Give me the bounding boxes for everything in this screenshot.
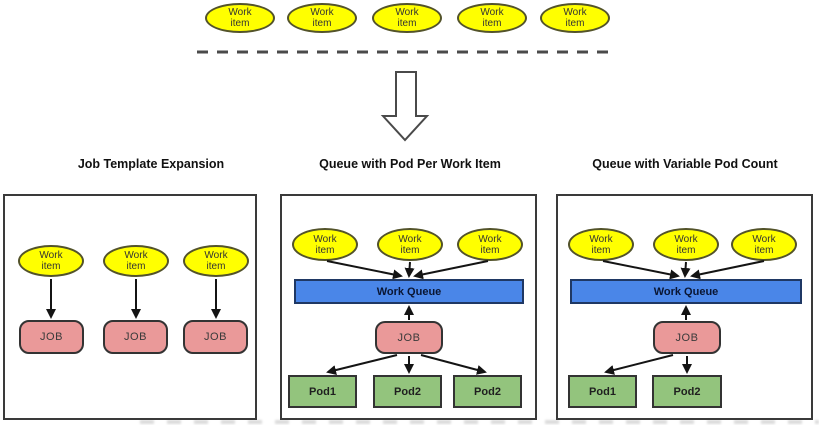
work-item-label: Work item [589,233,613,256]
work-item-label: Work item [395,7,419,29]
work-item-label: Work item [478,233,502,256]
work-item-label: Work item [674,233,698,256]
work-item-ellipse: Work item [457,228,523,261]
work-item-ellipse: Work item [568,228,634,261]
work-item-ellipse: Work item [183,245,249,277]
panel-job-template-expansion [3,194,257,420]
job-box: JOB [653,321,721,354]
pod-box: Pod1 [568,375,637,408]
work-item-label: Work item [39,250,63,272]
work-item-label: Work item [228,7,252,29]
job-box: JOB [103,320,168,354]
job-box: JOB [19,320,84,354]
work-item-label: Work item [563,7,587,29]
work-item-label: Work item [398,233,422,256]
panel-title-queue-variable-pod-count: Queue with Variable Pod Count [592,157,778,171]
pod-box: Pod1 [288,375,357,408]
work-item-ellipse: Work item [18,245,84,277]
pod-box: Pod2 [453,375,522,408]
work-item-label: Work item [480,7,504,29]
work-item-ellipse: Work item [653,228,719,261]
work-item-label: Work item [752,233,776,256]
big-down-arrow [380,71,430,142]
pod-box: Pod2 [373,375,442,408]
top-work-item-ellipse: Work item [540,3,610,33]
top-work-item-ellipse: Work item [457,3,527,33]
bottom-artifact-smudge [140,420,819,424]
job-box: JOB [375,321,443,354]
work-item-label: Work item [204,250,228,272]
work-item-label: Work item [310,7,334,29]
work-item-ellipse: Work item [292,228,358,261]
work-queue-bar: Work Queue [570,279,802,304]
pod-box: Pod2 [652,375,722,408]
work-item-label: Work item [124,250,148,272]
panel-queue-pod-per-work-item [280,194,537,420]
panel-title-queue-pod-per-work-item: Queue with Pod Per Work Item [319,157,501,171]
panel-queue-variable-pod-count [556,194,813,420]
work-item-label: Work item [313,233,337,256]
top-work-item-ellipse: Work item [372,3,442,33]
work-item-ellipse: Work item [731,228,797,261]
work-item-ellipse: Work item [377,228,443,261]
panel-title-job-template-expansion: Job Template Expansion [77,157,225,171]
work-item-ellipse: Work item [103,245,169,277]
top-work-item-ellipse: Work item [287,3,357,33]
job-box: JOB [183,320,248,354]
work-queue-bar: Work Queue [294,279,524,304]
top-work-item-ellipse: Work item [205,3,275,33]
